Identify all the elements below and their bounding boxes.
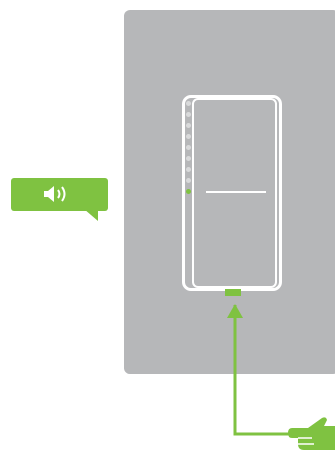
speech-bubble-tail — [84, 209, 98, 221]
speaker-volume-icon — [42, 184, 74, 204]
pointing-hand-icon — [286, 410, 335, 450]
